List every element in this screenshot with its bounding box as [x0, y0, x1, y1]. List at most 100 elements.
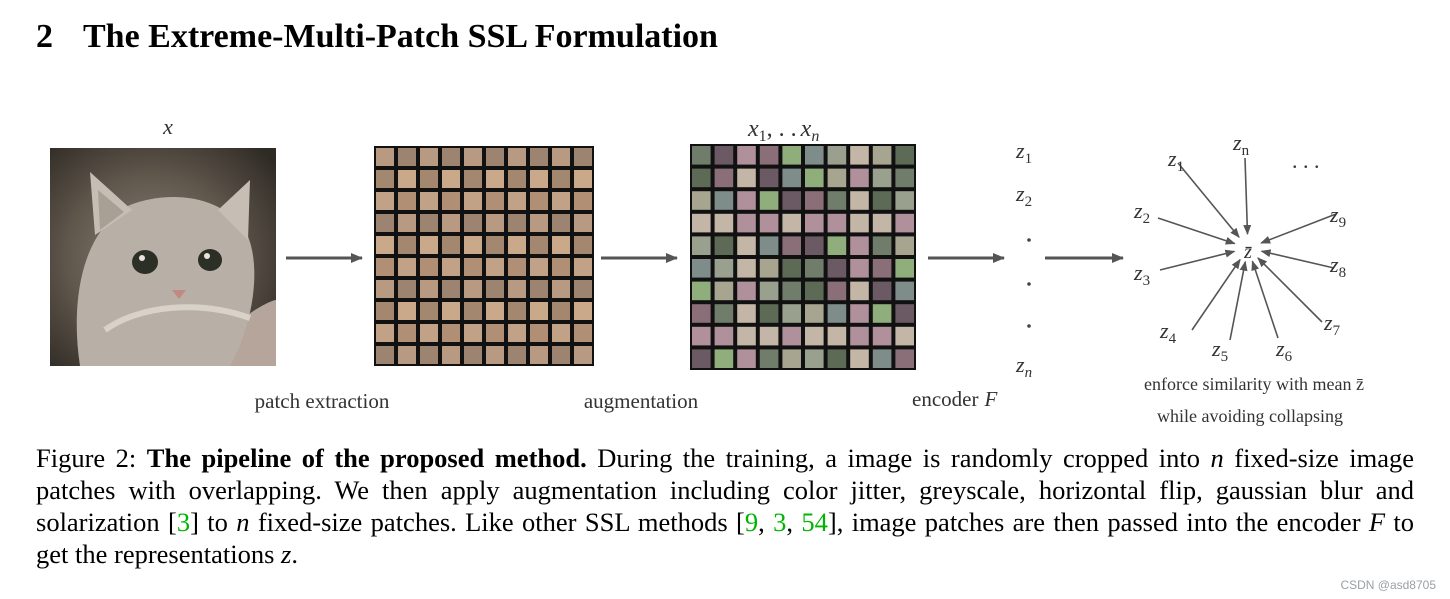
image-patch — [398, 236, 416, 254]
image-patch — [782, 281, 801, 301]
image-patch — [759, 349, 779, 368]
image-patch — [574, 302, 592, 320]
image-patch — [398, 192, 416, 210]
image-patch — [552, 346, 570, 364]
image-patch — [850, 304, 869, 323]
image-patch — [574, 346, 592, 364]
image-patch — [805, 146, 824, 165]
image-patch — [805, 236, 824, 255]
image-patch — [464, 192, 482, 210]
image-patch — [759, 326, 779, 346]
image-patch — [737, 281, 756, 301]
image-patch — [464, 170, 482, 188]
image-patch — [574, 258, 592, 276]
image-patch — [552, 170, 570, 188]
image-patch — [737, 146, 756, 165]
image-patch — [420, 236, 438, 254]
image-patch — [759, 304, 779, 323]
image-patch — [872, 304, 892, 323]
image-patch — [574, 280, 592, 298]
image-patch — [692, 168, 711, 188]
image-patch — [759, 146, 779, 165]
image-patch — [872, 349, 892, 368]
section-number: 2 — [36, 18, 53, 55]
image-patch — [464, 214, 482, 232]
watermark: CSDN @asd8705 — [1340, 578, 1436, 592]
image-patch — [530, 346, 548, 364]
similarity-caption-line2: while avoiding collapsing — [1157, 406, 1343, 426]
image-patch — [692, 281, 711, 301]
image-patch — [420, 192, 438, 210]
image-patch — [442, 170, 460, 188]
image-patch — [376, 324, 394, 342]
image-patch — [574, 148, 592, 166]
image-patch — [872, 259, 892, 278]
image-patch — [508, 192, 526, 210]
image-patch — [530, 302, 548, 320]
image-patch — [850, 349, 869, 368]
similarity-arrow — [1260, 249, 1335, 269]
image-patch — [692, 236, 711, 255]
image-patch — [442, 280, 460, 298]
image-patch — [420, 324, 438, 342]
image-patch — [782, 326, 801, 346]
label-patch-extraction: patch extraction — [255, 389, 390, 413]
image-patch — [895, 168, 914, 188]
image-patch — [376, 302, 394, 320]
similarity-caption-line1: enforce similarity with mean z̄ — [1144, 374, 1364, 394]
star-z-label: z1 — [1167, 146, 1184, 175]
star-z-label: zn — [1232, 130, 1250, 159]
image-patch — [442, 346, 460, 364]
image-patch — [895, 349, 914, 368]
image-patch — [508, 236, 526, 254]
image-patch — [486, 170, 504, 188]
image-patch — [574, 170, 592, 188]
star-z-label: z7 — [1323, 310, 1341, 339]
image-patch — [376, 280, 394, 298]
image-patch — [692, 349, 711, 368]
image-patch — [714, 304, 734, 323]
image-patch — [872, 213, 892, 233]
image-patch — [420, 302, 438, 320]
image-patch — [714, 191, 734, 210]
image-patch — [827, 281, 847, 301]
image-patch — [376, 236, 394, 254]
image-patch — [420, 346, 438, 364]
image-patch — [692, 213, 711, 233]
image-patch — [895, 146, 914, 165]
image-patch — [530, 280, 548, 298]
image-patch — [872, 146, 892, 165]
image-patch — [508, 302, 526, 320]
image-patch — [552, 258, 570, 276]
image-patch — [850, 236, 869, 255]
patch-grid-augmented — [690, 144, 916, 370]
image-patch — [574, 214, 592, 232]
image-patch — [464, 236, 482, 254]
image-patch — [827, 146, 847, 165]
image-patch — [895, 304, 914, 323]
image-patch — [827, 191, 847, 210]
image-patch — [464, 324, 482, 342]
image-patch — [895, 213, 914, 233]
image-patch — [759, 236, 779, 255]
image-patch — [398, 148, 416, 166]
image-patch — [552, 192, 570, 210]
image-patch — [398, 324, 416, 342]
star-z-label: z2 — [1133, 198, 1150, 227]
citation-link[interactable]: 9 — [744, 507, 759, 537]
citation-link[interactable]: 3 — [773, 507, 787, 537]
image-patch — [420, 214, 438, 232]
similarity-arrow — [1229, 260, 1248, 341]
image-patch — [398, 170, 416, 188]
image-patch — [827, 168, 847, 188]
image-patch — [530, 324, 548, 342]
image-patch — [486, 214, 504, 232]
image-patch — [714, 349, 734, 368]
citation-link[interactable]: 54 — [801, 507, 828, 537]
similarity-arrow — [1251, 260, 1279, 339]
image-patch — [805, 259, 824, 278]
similarity-arrow — [1243, 157, 1252, 235]
image-patch — [486, 280, 504, 298]
citation-link[interactable]: 3 — [176, 507, 191, 537]
